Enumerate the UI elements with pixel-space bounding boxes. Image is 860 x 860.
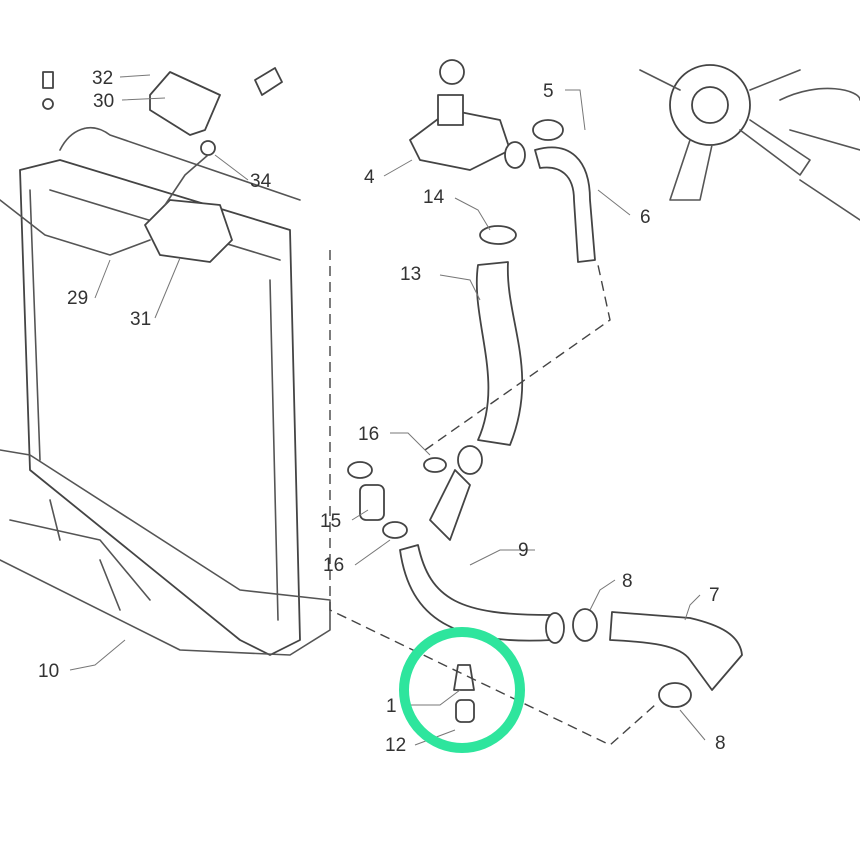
highlight-circle <box>399 627 525 753</box>
label-12: 12 <box>385 735 406 756</box>
label-8-bottom: 8 <box>715 733 726 754</box>
label-29: 29 <box>67 288 88 309</box>
pipe-9 <box>399 544 553 642</box>
label-16-top: 16 <box>358 424 379 445</box>
label-9: 9 <box>518 540 529 561</box>
label-7: 7 <box>709 585 720 606</box>
label-8-top: 8 <box>622 571 633 592</box>
hose-13 <box>475 261 524 446</box>
label-13: 13 <box>400 264 421 285</box>
radiator <box>0 126 331 656</box>
label-16-bottom: 16 <box>323 555 344 576</box>
label-1: 1 <box>386 696 397 717</box>
label-34: 34 <box>250 171 272 192</box>
label-32: 32 <box>92 68 113 89</box>
hose-7 <box>609 611 743 691</box>
clamp-14 <box>479 225 517 245</box>
label-31: 31 <box>130 309 151 330</box>
bracket-31 <box>42 67 283 263</box>
label-10: 10 <box>38 661 59 682</box>
hose-6 <box>534 146 596 263</box>
label-15: 15 <box>320 511 341 532</box>
label-4: 4 <box>364 167 375 188</box>
fan <box>639 64 860 221</box>
label-6: 6 <box>640 207 651 228</box>
label-30: 30 <box>93 91 114 112</box>
label-5: 5 <box>543 81 554 102</box>
label-14: 14 <box>423 187 445 208</box>
valve-4 <box>409 59 526 171</box>
